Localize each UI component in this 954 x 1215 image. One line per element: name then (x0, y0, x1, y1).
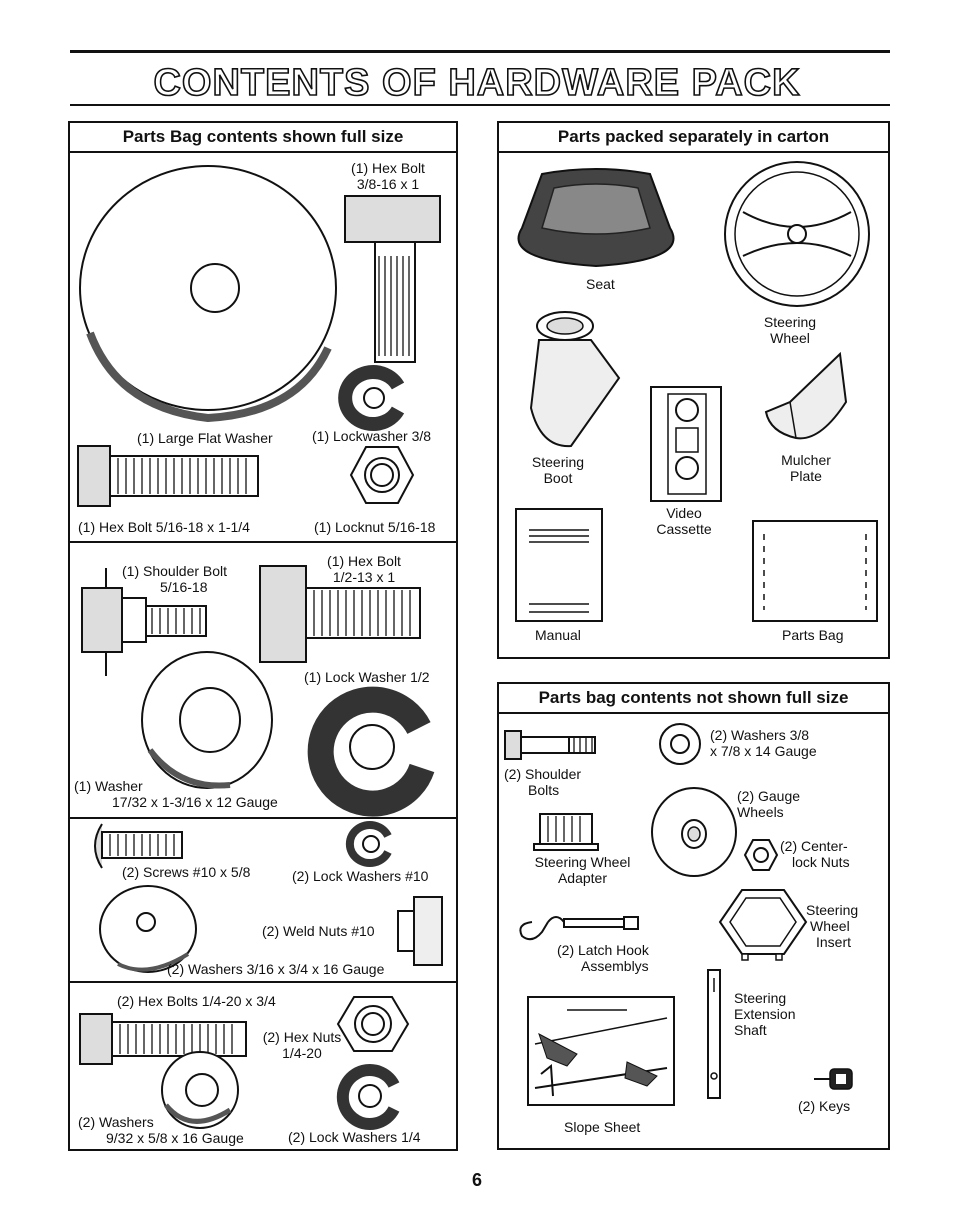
steering-wheel-label: Steering Wheel (763, 314, 817, 346)
washer-label: (1) Washer 17/32 x 1-3/16 x 12 Gauge (74, 778, 278, 810)
hex-bolt-b-label: (1) Hex Bolt 5/16-18 x 1-1/4 (78, 519, 250, 535)
locknut-label: (1) Locknut 5/16-18 (314, 519, 436, 535)
lock-washers-14-icon (336, 1064, 400, 1130)
steering-boot-label: Steering Boot (531, 454, 585, 486)
left-divider-2 (70, 817, 456, 819)
left-panel: Parts Bag contents shown full size (68, 121, 458, 1151)
screws-label: (2) Screws #10 x 5/8 (122, 864, 251, 880)
locknut-icon (349, 446, 415, 504)
right-bottom-panel: Parts bag contents not shown full size (497, 682, 890, 1150)
washer-icon (141, 651, 273, 789)
right-bottom-panel-header: Parts bag contents not shown full size (499, 684, 888, 714)
steering-extension-shaft-label: Steering Extension Shaft (734, 990, 796, 1038)
manual-icon (515, 508, 603, 622)
hex-bolt-b-icon (77, 445, 259, 507)
hex-bolt-c-icon (259, 565, 421, 663)
hex-nuts-label: (2) Hex Nuts 1/4-20 (262, 1029, 342, 1061)
slope-sheet-label: Slope Sheet (564, 1119, 641, 1135)
manual-label: Manual (535, 627, 581, 643)
center-lock-nuts-icon (743, 839, 779, 871)
video-cassette-label: Video Cassette (656, 505, 712, 537)
hex-bolt-a-label: (1) Hex Bolt 3/8-16 x 1 (351, 160, 425, 192)
shoulder-bolts-label: (2) Shoulder Bolts (504, 766, 582, 798)
weld-nuts-label: (2) Weld Nuts #10 (262, 923, 375, 939)
keys-icon (814, 1068, 853, 1090)
lock-washers-14-label: (2) Lock Washers 1/4 (288, 1129, 421, 1145)
screws-icon (94, 823, 183, 869)
shoulder-bolt-label: (1) Shoulder Bolt 5/16-18 (122, 563, 228, 595)
mulcher-plate-label: Mulcher Plate (781, 452, 831, 484)
washers-38-label: (2) Washers 3/8 x 7/8 x 14 Gauge (710, 727, 817, 759)
seat-label: Seat (586, 276, 615, 292)
steering-extension-shaft-icon (707, 969, 721, 1099)
parts-bag-label: Parts Bag (782, 627, 844, 643)
lockwasher-icon (338, 365, 405, 431)
washers-316-icon (99, 885, 197, 973)
gauge-wheels-icon (651, 787, 737, 877)
lock-washers-10-icon (345, 821, 392, 867)
center-lock-nuts-label: (2) Center- lock Nuts (780, 838, 850, 870)
washers-316-label: (2) Washers 3/16 x 3/4 x 16 Gauge (167, 961, 385, 977)
hex-bolts-14-label: (2) Hex Bolts 1/4-20 x 3/4 (117, 993, 276, 1009)
title-top-rule (70, 50, 890, 53)
large-flat-washer-icon (79, 165, 337, 423)
shoulder-bolts-icon (504, 730, 596, 760)
weld-nuts-icon (397, 896, 443, 966)
shoulder-bolt-icon (81, 568, 207, 676)
page-title: CONTENTS OF HARDWARE PACK (153, 61, 801, 105)
left-divider-3 (70, 981, 456, 983)
right-top-panel-header: Parts packed separately in carton (499, 123, 888, 153)
gauge-wheels-label: (2) Gauge Wheels (737, 788, 801, 820)
page-number: 6 (471, 1170, 482, 1190)
washers-932-icon (161, 1051, 239, 1129)
hex-bolt-c-label: (1) Hex Bolt 1/2-13 x 1 (327, 553, 401, 585)
washers-38-icon (659, 723, 701, 765)
hex-nuts-icon (336, 996, 410, 1052)
mulcher-plate-icon (764, 351, 848, 440)
lock-washer-half-icon (307, 686, 435, 817)
left-divider-1 (70, 541, 456, 543)
washers-932-label: (2) Washers 9/32 x 5/8 x 16 Gauge (78, 1114, 244, 1146)
steering-wheel-insert-icon (718, 889, 808, 961)
video-cassette-icon (650, 386, 722, 502)
steering-wheel-adapter-icon (533, 813, 599, 851)
steering-wheel-icon (724, 161, 870, 307)
latch-hook-icon (519, 916, 639, 941)
lockwasher-label: (1) Lockwasher 3/8 (312, 428, 432, 444)
hex-bolt-a-icon (344, 195, 441, 363)
large-flat-washer-label: (1) Large Flat Washer (137, 430, 273, 446)
steering-boot-icon (529, 311, 621, 448)
latch-hook-label: (2) Latch Hook Assemblys (557, 942, 649, 974)
steering-wheel-insert-label: Steering Wheel Insert (806, 902, 859, 950)
right-top-panel: Parts packed separately in carton (497, 121, 890, 659)
keys-label: (2) Keys (798, 1098, 851, 1114)
title-bottom-rule (70, 104, 890, 106)
steering-wheel-adapter-label: Steering Wheel Adapter (534, 854, 631, 886)
parts-bag-icon (752, 520, 878, 622)
seat-icon (517, 168, 675, 268)
hex-bolts-14-icon (79, 1013, 247, 1065)
lock-washer-half-label: (1) Lock Washer 1/2 (304, 669, 430, 685)
left-panel-header: Parts Bag contents shown full size (70, 123, 456, 153)
slope-sheet-icon (527, 996, 675, 1106)
lock-washers-10-label: (2) Lock Washers #10 (292, 868, 429, 884)
